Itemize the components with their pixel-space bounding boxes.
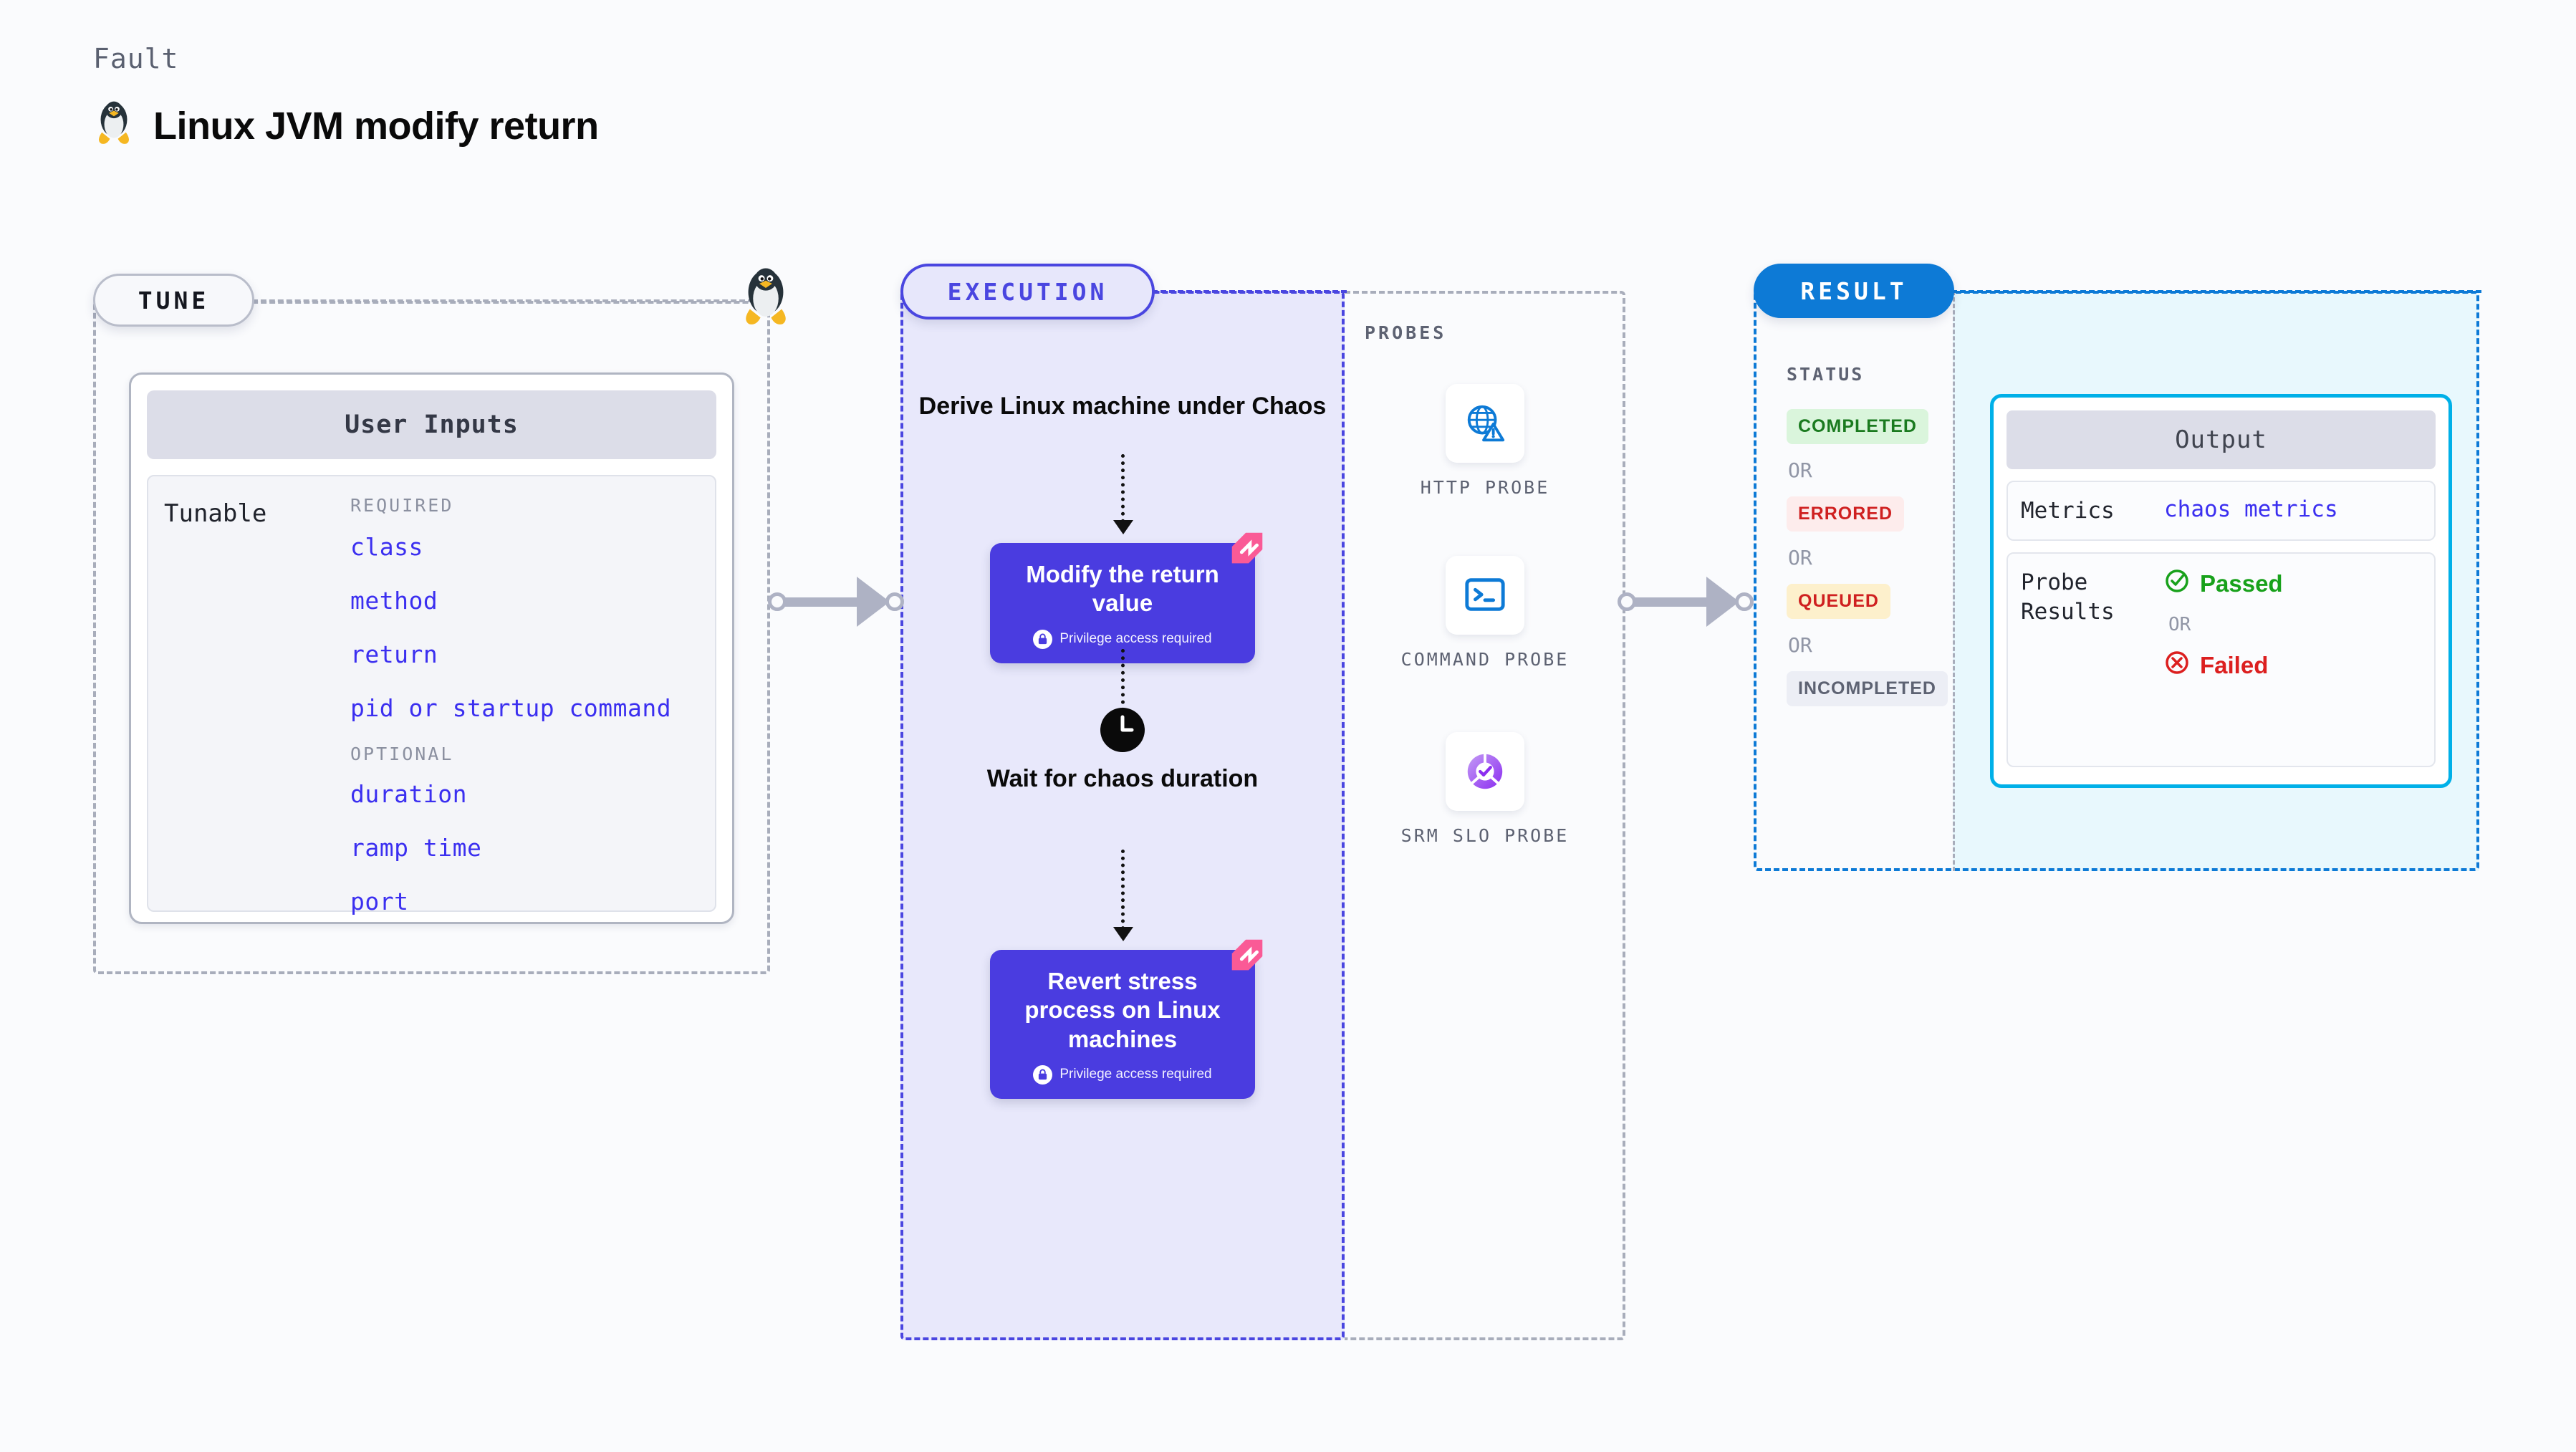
result-column-divider	[1953, 291, 1955, 871]
result-connector-line	[1951, 290, 2481, 293]
output-metrics-value[interactable]: chaos metrics	[2164, 496, 2338, 522]
status-or-label: OR	[1788, 458, 1812, 482]
stage-pill-result[interactable]: RESULT	[1754, 264, 1954, 318]
optional-group-title: OPTIONAL	[350, 744, 454, 764]
execution-panel	[900, 291, 1345, 1340]
stage-pill-tune[interactable]: TUNE	[93, 274, 254, 327]
probes-title: PROBES	[1365, 322, 1447, 343]
arrow-head-icon	[1706, 577, 1739, 627]
arrow-execution-to-result	[1618, 577, 1754, 627]
status-badge-errored: ERRORED	[1787, 496, 1905, 532]
probe-label-srm-slo: SRM SLO PROBE	[1400, 825, 1570, 846]
tunable-label: Tunable	[164, 499, 267, 528]
status-column: STATUS COMPLETED OR ERRORED OR QUEUED OR…	[1787, 364, 1948, 706]
output-header: Output	[2007, 410, 2436, 469]
execution-connector-line	[1152, 290, 1347, 293]
page-title: Linux JVM modify return	[153, 104, 599, 148]
output-probe-results-key: Probe Results	[2021, 569, 2115, 625]
tunable-body: Tunable REQUIRED class method return pid…	[147, 475, 716, 915]
status-badge-queued: QUEUED	[1787, 584, 1890, 619]
status-badge-completed: COMPLETED	[1787, 409, 1928, 444]
stage-pill-execution[interactable]: EXECUTION	[900, 264, 1155, 319]
tunable-item-duration[interactable]: duration	[350, 780, 467, 808]
fault-title-row: Linux JVM modify return	[93, 100, 599, 151]
user-inputs-card: User Inputs Tunable REQUIRED class metho…	[129, 372, 734, 924]
terminal-icon	[1446, 556, 1524, 635]
output-row-metrics: Metrics chaos metrics	[2007, 481, 2436, 542]
status-badge-incompleted: INCOMPLETED	[1787, 671, 1948, 706]
tunable-lists: REQUIRED class method return pid or star…	[350, 495, 701, 915]
probe-result-passed: Passed	[2164, 568, 2283, 600]
tunable-item-method[interactable]: method	[350, 587, 438, 615]
tunable-item-port[interactable]: port	[350, 888, 409, 915]
tunable-item-class[interactable]: class	[350, 533, 423, 561]
status-or-label: OR	[1788, 546, 1812, 569]
tunable-item-ramp-time[interactable]: ramp time	[350, 834, 482, 862]
probe-results-values: Passed OR Failed	[2164, 568, 2283, 681]
output-row-probe-results: Probe Results Passed OR	[2007, 552, 2436, 768]
output-metrics-key: Metrics	[2021, 498, 2115, 524]
arrow-shaft	[1634, 597, 1713, 607]
probe-result-failed-label: Failed	[2200, 652, 2269, 679]
required-group-title: REQUIRED	[350, 495, 454, 516]
fault-kicker-label: Fault	[93, 43, 179, 74]
output-card: Output Metrics chaos metrics Probe Resul…	[1990, 394, 2452, 788]
tune-connector-line	[252, 299, 754, 302]
arrow-end-dot	[885, 592, 904, 611]
slo-gauge-icon	[1446, 732, 1524, 811]
arrow-tune-to-execution	[768, 577, 904, 627]
probe-item-command[interactable]: COMMAND PROBE	[1400, 556, 1570, 672]
probe-result-passed-label: Passed	[2200, 570, 2283, 597]
x-circle-icon	[2164, 650, 2190, 681]
page-header: Fault Linux JVM modify return	[93, 43, 599, 151]
tune-panel	[93, 301, 770, 974]
probes-panel	[1345, 291, 1625, 1340]
tunable-item-pid-or-startup-command[interactable]: pid or startup command	[350, 694, 672, 722]
arrow-end-dot	[1735, 592, 1754, 611]
probe-item-http[interactable]: HTTP PROBE	[1400, 384, 1570, 500]
arrow-shaft	[784, 597, 863, 607]
status-title: STATUS	[1787, 364, 1865, 385]
probe-result-failed: Failed	[2164, 650, 2283, 681]
arrow-head-icon	[857, 577, 890, 627]
status-or-label: OR	[1788, 633, 1812, 657]
probe-result-or-label: OR	[2168, 614, 2191, 636]
probe-label-command: COMMAND PROBE	[1400, 649, 1570, 670]
user-inputs-header: User Inputs	[147, 390, 716, 459]
probe-label-http: HTTP PROBE	[1420, 477, 1550, 498]
tux-penguin-icon	[93, 100, 135, 151]
probe-item-srm-slo[interactable]: SRM SLO PROBE	[1400, 732, 1570, 848]
globe-warning-icon	[1446, 384, 1524, 463]
check-circle-icon	[2164, 568, 2190, 600]
tux-penguin-icon	[739, 264, 792, 332]
tunable-item-return[interactable]: return	[350, 640, 438, 668]
